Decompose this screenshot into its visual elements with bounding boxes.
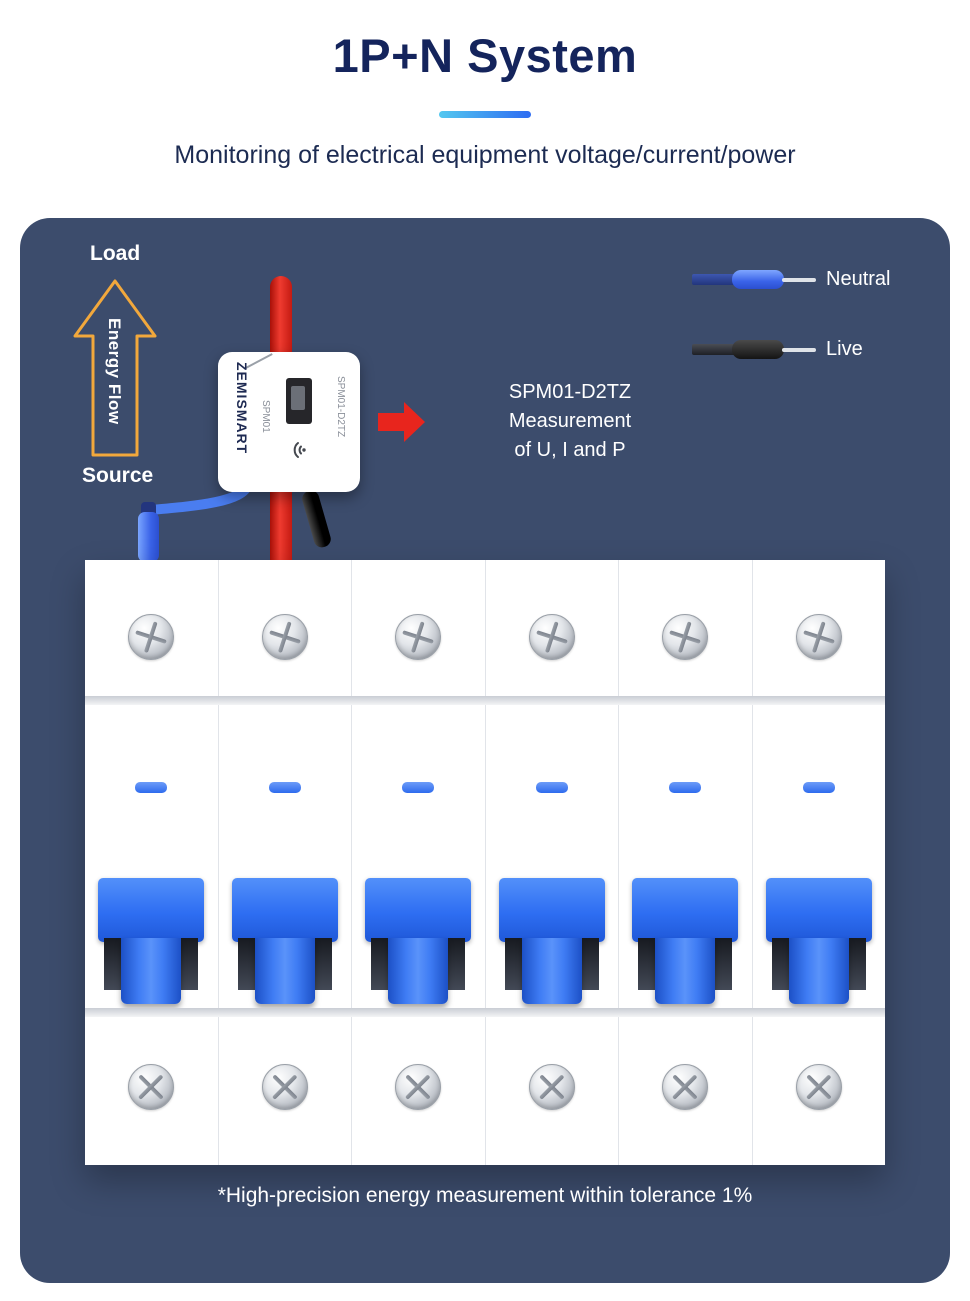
live-wire-pin bbox=[782, 347, 816, 352]
wireless-signal-icon bbox=[293, 442, 306, 458]
red-arrow-icon bbox=[378, 402, 425, 442]
red-live-wire-top bbox=[270, 276, 292, 362]
screw-icon bbox=[528, 614, 575, 660]
breaker-toggle bbox=[765, 878, 872, 1004]
breaker-toggle-lever bbox=[254, 938, 315, 1004]
live-wire-ferrule bbox=[732, 340, 784, 359]
red-live-wire-bottom bbox=[270, 486, 292, 564]
breaker-module bbox=[352, 560, 486, 1165]
device-brand-label: ZEMISMART bbox=[234, 362, 250, 455]
breaker-toggle bbox=[498, 878, 605, 1004]
black-live-wire bbox=[300, 488, 333, 550]
breaker-indicator-window bbox=[669, 782, 702, 793]
breaker-toggle-lever bbox=[121, 938, 182, 1004]
neutral-wire-pin bbox=[782, 277, 816, 282]
panel-groove-top bbox=[85, 696, 885, 705]
breaker-toggle-lever bbox=[388, 938, 449, 1004]
breaker-toggle-top bbox=[765, 878, 872, 942]
breaker-indicator-window bbox=[402, 782, 435, 793]
screw-icon bbox=[795, 1064, 842, 1110]
measurement-note-line3: of U, I and P bbox=[514, 439, 626, 461]
title-underline-decoration bbox=[439, 111, 531, 118]
breaker-toggle-top bbox=[498, 878, 605, 942]
measurement-note: SPM01-D2TZ Measurement of U, I and P bbox=[430, 378, 710, 465]
device-display-screen bbox=[291, 386, 305, 410]
page-title: 1P+N System bbox=[332, 29, 638, 82]
screw-icon bbox=[528, 1064, 575, 1110]
neutral-wire-tail bbox=[692, 274, 736, 285]
breaker-toggle-lever bbox=[521, 938, 582, 1004]
energy-flow-label: Energy Flow bbox=[105, 318, 124, 425]
breaker-toggle-top bbox=[632, 878, 739, 942]
measurement-note-line2: Measurement bbox=[508, 410, 632, 432]
breaker-toggle bbox=[98, 878, 205, 1004]
device-display-window bbox=[286, 378, 312, 424]
live-wire-icon bbox=[692, 340, 816, 359]
diagram-panel: Load Energy Flow Source ZEMISMART SPM01 bbox=[20, 218, 950, 1283]
breaker-module bbox=[486, 560, 619, 1165]
measurement-note-line1: SPM01-D2TZ bbox=[508, 381, 632, 403]
legend-neutral: Neutral bbox=[692, 268, 890, 291]
screw-icon bbox=[261, 1064, 308, 1110]
blue-wire-connector bbox=[138, 512, 159, 562]
screw-icon bbox=[795, 614, 842, 660]
screw-icon bbox=[128, 1064, 175, 1110]
energy-flow-arrow-icon bbox=[73, 279, 157, 457]
breaker-toggle-lever bbox=[788, 938, 849, 1004]
legend-neutral-label: Neutral bbox=[826, 268, 891, 290]
breaker-toggle-top bbox=[98, 878, 205, 942]
spm01-meter-device: ZEMISMART SPM01 SPM01-D2TZ bbox=[218, 352, 360, 492]
source-label: Source bbox=[82, 464, 154, 487]
breaker-indicator-window bbox=[268, 782, 301, 793]
breaker-panel bbox=[85, 560, 885, 1165]
breaker-toggle bbox=[632, 878, 739, 1004]
live-wire-tail bbox=[692, 344, 736, 355]
breaker-module bbox=[753, 560, 886, 1165]
breaker-modules bbox=[85, 560, 885, 1165]
neutral-wire-ferrule bbox=[732, 270, 784, 289]
screw-icon bbox=[662, 614, 709, 660]
screw-icon bbox=[395, 614, 442, 660]
breaker-indicator-window bbox=[802, 782, 835, 793]
precision-footnote: *High-precision energy measurement withi… bbox=[217, 1184, 753, 1207]
breaker-module bbox=[85, 560, 219, 1165]
breaker-toggle-top bbox=[231, 878, 338, 942]
legend-live: Live bbox=[692, 338, 863, 361]
breaker-module bbox=[619, 560, 753, 1165]
screw-icon bbox=[128, 614, 175, 660]
load-label: Load bbox=[90, 242, 141, 265]
breaker-toggle-lever bbox=[655, 938, 716, 1004]
breaker-indicator-window bbox=[135, 782, 168, 793]
device-model-full-label: SPM01-D2TZ bbox=[335, 376, 346, 438]
breaker-toggle bbox=[365, 878, 472, 1004]
neutral-wire-icon bbox=[692, 270, 816, 289]
screw-icon bbox=[395, 1064, 442, 1110]
device-model-label: SPM01 bbox=[260, 400, 271, 433]
panel-groove-bottom bbox=[85, 1008, 885, 1017]
screw-icon bbox=[261, 614, 308, 660]
breaker-indicator-window bbox=[535, 782, 568, 793]
breaker-toggle bbox=[231, 878, 338, 1004]
page-subtitle: Monitoring of electrical equipment volta… bbox=[174, 141, 796, 169]
breaker-toggle-top bbox=[365, 878, 472, 942]
legend-live-label: Live bbox=[826, 338, 863, 360]
screw-icon bbox=[662, 1064, 709, 1110]
breaker-module bbox=[219, 560, 352, 1165]
